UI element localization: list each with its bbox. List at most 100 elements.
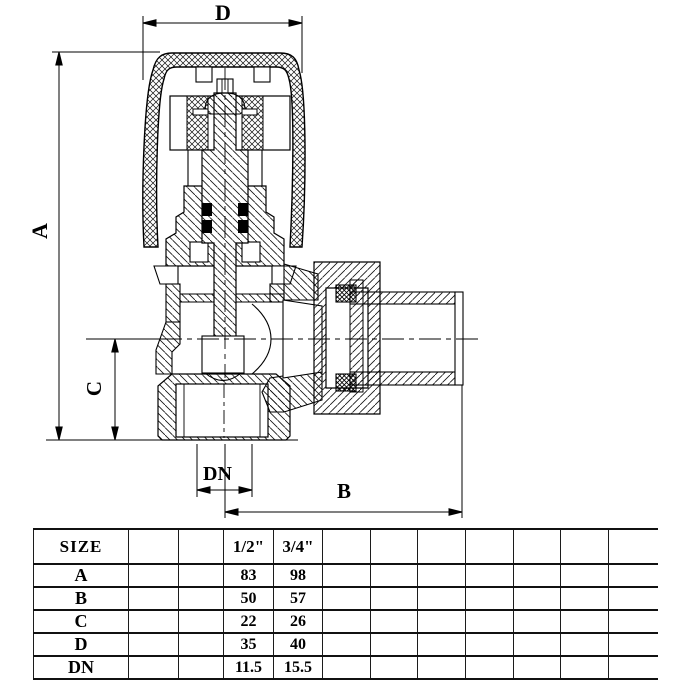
- table-row-size: SIZE 1/2" 3/4": [33, 528, 658, 565]
- empty-cell: [178, 528, 224, 565]
- empty-cell: [513, 633, 561, 657]
- empty-cell: [417, 610, 466, 634]
- value-c-half: 22: [223, 610, 274, 634]
- knob-knurled-shell: [142, 52, 306, 248]
- empty-cell: [608, 656, 658, 680]
- empty-cell: [513, 656, 561, 680]
- union-and-tailpiece: [313, 261, 464, 415]
- empty-cell: [178, 587, 224, 611]
- empty-cell: [178, 656, 224, 680]
- tailpiece-end-ring: [454, 291, 464, 386]
- size-header-cell: SIZE: [33, 528, 129, 565]
- empty-cell: [322, 587, 371, 611]
- empty-cell: [560, 564, 609, 588]
- empty-cell: [322, 528, 371, 565]
- empty-cell: [465, 633, 514, 657]
- table-row-d: D 35 40: [33, 633, 658, 657]
- empty-cell: [178, 633, 224, 657]
- dim-label-a: A: [26, 223, 52, 239]
- empty-cell: [608, 528, 658, 565]
- value-dn-three-quarter: 15.5: [273, 656, 323, 680]
- empty-cell: [513, 610, 561, 634]
- empty-cell: [128, 564, 179, 588]
- empty-cell: [128, 528, 179, 565]
- empty-cell: [370, 610, 418, 634]
- empty-cell: [608, 610, 658, 634]
- stem-wing-right: [241, 108, 258, 116]
- empty-cell: [465, 528, 514, 565]
- empty-cell: [560, 528, 609, 565]
- skirt-left: [153, 265, 179, 285]
- knob-lug-left: [195, 66, 213, 83]
- empty-cell: [417, 656, 466, 680]
- empty-cell: [560, 656, 609, 680]
- empty-cell: [513, 564, 561, 588]
- dim-a-arrow-bottom: [55, 426, 63, 441]
- row-label-b: B: [33, 587, 129, 611]
- dim-d-arrow-right: [288, 19, 303, 27]
- union-nut: [313, 261, 381, 415]
- dimension-lines: [46, 16, 463, 518]
- empty-cell: [370, 564, 418, 588]
- empty-cell: [608, 564, 658, 588]
- dim-label-c: C: [82, 380, 107, 397]
- stem-seal-right-1: [238, 203, 248, 216]
- col-header-three-quarter-inch: 3/4": [273, 528, 323, 565]
- row-label-a: A: [33, 564, 129, 588]
- table-row-c: C 22 26: [33, 610, 658, 634]
- empty-cell: [560, 610, 609, 634]
- empty-cell: [465, 587, 514, 611]
- col-header-half-inch: 1/2": [223, 528, 274, 565]
- dim-label-b: B: [337, 479, 352, 503]
- stem-wing-left: [192, 108, 209, 116]
- empty-cell: [465, 564, 514, 588]
- empty-cell: [128, 656, 179, 680]
- table-row-a: A 83 98: [33, 564, 658, 588]
- size-table: SIZE 1/2" 3/4" A 83 98 B 50 57: [33, 528, 658, 680]
- empty-cell: [128, 633, 179, 657]
- empty-cell: [370, 633, 418, 657]
- valve-disc: [201, 335, 245, 374]
- value-dn-half: 11.5: [223, 656, 274, 680]
- dim-label-d: D: [215, 0, 231, 25]
- row-label-dn: DN: [33, 656, 129, 680]
- valve-bonnet-body: [153, 185, 323, 441]
- table-row-b: B 50 57: [33, 587, 658, 611]
- tailpiece-top-wall: [349, 291, 456, 305]
- empty-cell: [322, 633, 371, 657]
- empty-cell: [417, 528, 466, 565]
- bonnet-cutout-left: [189, 241, 209, 263]
- dim-dn-arrow-left: [196, 486, 211, 494]
- empty-cell: [560, 633, 609, 657]
- empty-cell: [322, 610, 371, 634]
- value-d-half: 35: [223, 633, 274, 657]
- empty-cell: [417, 564, 466, 588]
- empty-cell: [128, 587, 179, 611]
- dim-c-arrow-top: [111, 338, 119, 353]
- value-d-three-quarter: 40: [273, 633, 323, 657]
- valve-disc-dome: [204, 372, 242, 382]
- dim-b-arrow-left: [224, 508, 239, 516]
- stem-seal-left-1: [202, 203, 212, 216]
- neck-wall-left: [165, 283, 181, 323]
- empty-cell: [417, 587, 466, 611]
- dim-b-arrow-right: [448, 508, 463, 516]
- tailpiece-bottom-wall: [349, 371, 456, 386]
- knob-lug-right: [253, 66, 271, 83]
- value-a-half: 83: [223, 564, 274, 588]
- insert-right: [241, 95, 264, 151]
- dim-d-arrow-left: [142, 19, 157, 27]
- empty-cell: [322, 564, 371, 588]
- value-c-three-quarter: 26: [273, 610, 323, 634]
- empty-cell: [322, 656, 371, 680]
- stem-seal-right-2: [238, 220, 248, 233]
- stem-seal-left-2: [202, 220, 212, 233]
- insert-left: [186, 95, 209, 151]
- empty-cell: [417, 633, 466, 657]
- dim-label-dn: DN: [203, 463, 232, 485]
- empty-cell: [370, 656, 418, 680]
- bottom-bore: [175, 383, 269, 438]
- dim-c-arrow-bottom: [111, 426, 119, 441]
- valve-section-drawing: [46, 16, 481, 518]
- dim-a-arrow-top: [55, 51, 63, 66]
